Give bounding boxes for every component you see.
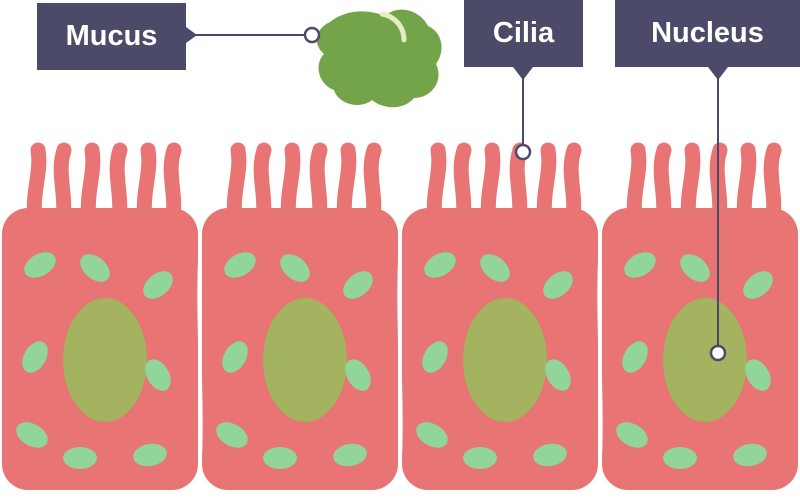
organelle — [345, 359, 371, 391]
mucus-label: Mucus — [37, 3, 186, 70]
organelle — [16, 422, 48, 448]
organelle — [143, 271, 173, 299]
organelle — [733, 443, 767, 467]
organelle — [22, 341, 48, 373]
organelle — [224, 252, 256, 278]
organelle — [743, 271, 773, 299]
cilia-label: Cilia — [464, 0, 583, 67]
nucleus — [663, 298, 747, 422]
epithelial-cell — [202, 142, 398, 490]
organelle — [663, 447, 697, 469]
cell-boundary — [397, 249, 403, 471]
organelle — [463, 447, 497, 469]
nucleus — [63, 298, 147, 422]
organelle — [745, 359, 771, 391]
organelle — [216, 422, 248, 448]
organelle — [622, 341, 648, 373]
organelle — [545, 359, 571, 391]
organelle — [24, 252, 56, 278]
organelle — [624, 252, 656, 278]
leader-lines — [186, 26, 728, 362]
cells-layer — [2, 142, 798, 490]
nucleus — [263, 298, 347, 422]
mucus-blob — [316, 9, 442, 108]
organelle — [280, 254, 310, 282]
organelle — [222, 341, 248, 373]
organelle — [680, 254, 710, 282]
organelle — [80, 254, 110, 282]
organelle — [145, 359, 171, 391]
nucleus-label: Nucleus — [615, 0, 800, 67]
organelle — [422, 341, 448, 373]
epithelial-cell — [2, 142, 198, 490]
cell-boundary — [197, 249, 203, 471]
nucleus — [463, 298, 547, 422]
cell-boundary — [597, 249, 603, 471]
organelle — [416, 422, 448, 448]
organelle — [343, 271, 373, 299]
organelle — [533, 443, 567, 467]
organelle — [480, 254, 510, 282]
epithelial-cell — [402, 142, 598, 490]
organelle — [63, 447, 97, 469]
organelle — [133, 443, 167, 467]
organelle — [616, 422, 648, 448]
organelle — [543, 271, 573, 299]
organelle — [263, 447, 297, 469]
epithelial-cell — [602, 142, 798, 490]
organelle — [333, 443, 367, 467]
organelle — [424, 252, 456, 278]
